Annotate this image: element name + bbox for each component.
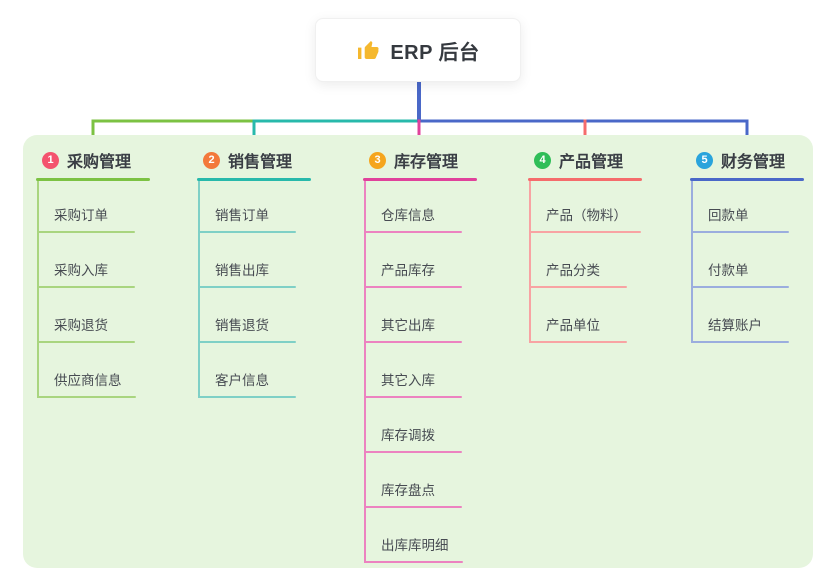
- leaf-node[interactable]: 产品单位: [546, 318, 600, 333]
- leaf-node[interactable]: 结算账户: [708, 318, 762, 333]
- branch-number-badge: 2: [203, 151, 220, 169]
- leaf-underline: [691, 231, 789, 233]
- leaf-node[interactable]: 供应商信息: [54, 373, 122, 388]
- branch-spine-line: [37, 181, 39, 398]
- leaf-underline: [691, 286, 789, 288]
- branch-header[interactable]: 1 采购管理: [36, 148, 131, 172]
- leaf-underline: [198, 286, 296, 288]
- leaf-node[interactable]: 销售出库: [215, 263, 269, 278]
- leaf-node[interactable]: 回款单: [708, 208, 749, 223]
- leaf-node[interactable]: 付款单: [708, 263, 749, 278]
- branches-panel: [23, 135, 813, 568]
- branch-header[interactable]: 5 财务管理: [690, 148, 785, 172]
- root-node-label: ERP 后台: [390, 41, 480, 64]
- branch-label: 财务管理: [721, 154, 786, 171]
- branch-spine-line: [198, 181, 200, 398]
- leaf-node[interactable]: 采购订单: [54, 208, 108, 223]
- branch-number-badge: 1: [42, 151, 59, 169]
- leaf-underline: [364, 396, 462, 398]
- leaf-underline: [529, 286, 627, 288]
- branch-underline: [528, 178, 642, 181]
- leaf-node[interactable]: 其它入库: [381, 373, 435, 388]
- leaf-node[interactable]: 销售退货: [215, 318, 269, 333]
- branch-header[interactable]: 3 库存管理: [363, 148, 458, 172]
- leaf-underline: [529, 231, 641, 233]
- leaf-underline: [37, 231, 135, 233]
- branch-underline: [36, 178, 150, 181]
- leaf-underline: [364, 286, 462, 288]
- leaf-node[interactable]: 客户信息: [215, 373, 269, 388]
- leaf-underline: [364, 231, 462, 233]
- branch-label: 库存管理: [394, 154, 459, 171]
- leaf-underline: [529, 341, 627, 343]
- branch-spine-line: [364, 181, 366, 563]
- leaf-node[interactable]: 出库库明细: [381, 538, 449, 553]
- leaf-underline: [37, 341, 135, 343]
- branch-header[interactable]: 2 销售管理: [197, 148, 292, 172]
- leaf-node[interactable]: 仓库信息: [381, 208, 435, 223]
- leaf-underline: [198, 396, 296, 398]
- branch-underline: [363, 178, 477, 181]
- leaf-underline: [364, 341, 462, 343]
- leaf-underline: [37, 286, 135, 288]
- leaf-node[interactable]: 采购退货: [54, 318, 108, 333]
- leaf-node[interactable]: 产品（物料）: [546, 208, 627, 223]
- leaf-underline: [691, 341, 789, 343]
- branch-spine-line: [529, 181, 531, 343]
- branch-label: 产品管理: [559, 154, 624, 171]
- branch-number-badge: 5: [696, 151, 713, 169]
- branch-underline: [690, 178, 804, 181]
- branch-number-badge: 3: [369, 151, 386, 169]
- leaf-underline: [364, 451, 462, 453]
- leaf-node[interactable]: 其它出库: [381, 318, 435, 333]
- leaf-node[interactable]: 销售订单: [215, 208, 269, 223]
- leaf-node[interactable]: 库存盘点: [381, 483, 435, 498]
- branch-number-badge: 4: [534, 151, 551, 169]
- thumbs-up-icon: [358, 41, 379, 59]
- leaf-node[interactable]: 采购入库: [54, 263, 108, 278]
- branch-label: 采购管理: [67, 154, 132, 171]
- leaf-underline: [364, 561, 463, 563]
- root-node-erp[interactable]: ERP 后台: [315, 18, 521, 82]
- leaf-node[interactable]: 库存调拨: [381, 428, 435, 443]
- branch-label: 销售管理: [228, 154, 293, 171]
- leaf-underline: [37, 396, 136, 398]
- leaf-underline: [198, 231, 296, 233]
- leaf-node[interactable]: 产品库存: [381, 263, 435, 278]
- leaf-underline: [198, 341, 296, 343]
- branch-underline: [197, 178, 311, 181]
- branch-header[interactable]: 4 产品管理: [528, 148, 623, 172]
- branch-spine-line: [691, 181, 693, 343]
- leaf-node[interactable]: 产品分类: [546, 263, 600, 278]
- leaf-underline: [364, 506, 462, 508]
